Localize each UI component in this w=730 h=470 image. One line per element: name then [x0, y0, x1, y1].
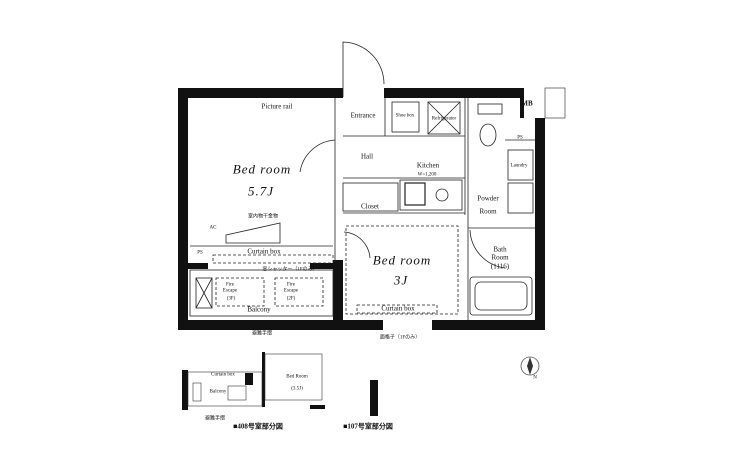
powder-room-label-2: Room [479, 207, 497, 216]
partial-408-balcony: Balcony [209, 389, 227, 395]
fire-escape-floor-2: (2F) [286, 296, 296, 302]
fire-escape-label-2: Escape [222, 288, 238, 294]
kitchen-width-label: W=1,200 [417, 172, 437, 178]
partial-plan-walls [182, 352, 378, 416]
fire-escape-label-3: Fire [286, 282, 296, 288]
fire-escape-label-4: Escape [283, 288, 299, 294]
partial-plan-lines [187, 353, 323, 407]
bedroom1-name: Bed room [232, 161, 292, 177]
interior-lines [189, 41, 566, 320]
curtain-box-label-2: Curtain box [381, 304, 415, 313]
compass-north-label: N [533, 375, 537, 381]
curtain-box-label-1: Curtain box [247, 247, 281, 256]
fire-escape-label-1: Fire [225, 282, 235, 288]
laundry-label: Laundry [510, 163, 528, 169]
partial-408-bedroom: Bed Room [286, 374, 308, 380]
fire-escape-floor-1: (3F) [226, 296, 236, 302]
bath-room-size: (1116) [490, 262, 510, 271]
walls [178, 88, 545, 330]
partial-107-caption: ■107号室部分図 [343, 422, 393, 431]
partial-408-bedroom-size: (3.5J) [291, 386, 303, 392]
partial-408-caption: ■408号室部分図 [233, 422, 283, 431]
bedroom1-size: 5.7J [247, 183, 275, 199]
partial-408-handrail: 避難手摺 [204, 416, 226, 422]
shoe-box-label: Shoe box [395, 113, 415, 119]
picture-rail-label: Picture rail [261, 102, 293, 111]
indoor-dryer-label: 室内物干金物 [247, 214, 279, 220]
shutter-label: 窓シャッター（1Fのみ） [262, 267, 318, 273]
bath-room-label-2: Room [491, 253, 509, 262]
ac-label: AC [209, 225, 217, 231]
refrigerator-label: Refrigerator [431, 116, 457, 122]
ps-label-left: PS [197, 250, 203, 256]
balcony-label: Balcony [247, 305, 271, 314]
bath-room-label-1: Bath [493, 245, 507, 254]
handrail-label: 避難手摺 [251, 331, 273, 337]
bedroom2-name: Bed room [372, 252, 432, 268]
entrance-label: Entrance [350, 111, 376, 120]
partial-408-curtain-box: Curtain box [211, 372, 235, 378]
closet-label: Closet [361, 202, 379, 211]
mb-label: MB [521, 99, 533, 108]
kitchen-label: Kitchen [416, 161, 440, 170]
ps-label-right: PS [517, 135, 523, 141]
powder-room-label-1: Powder [477, 194, 499, 203]
bedroom2-size: 3J [393, 272, 409, 288]
hall-label: Hall [360, 152, 374, 161]
lattice-label: 面格子（1Fのみ） [379, 335, 421, 341]
compass-icon [520, 356, 540, 376]
